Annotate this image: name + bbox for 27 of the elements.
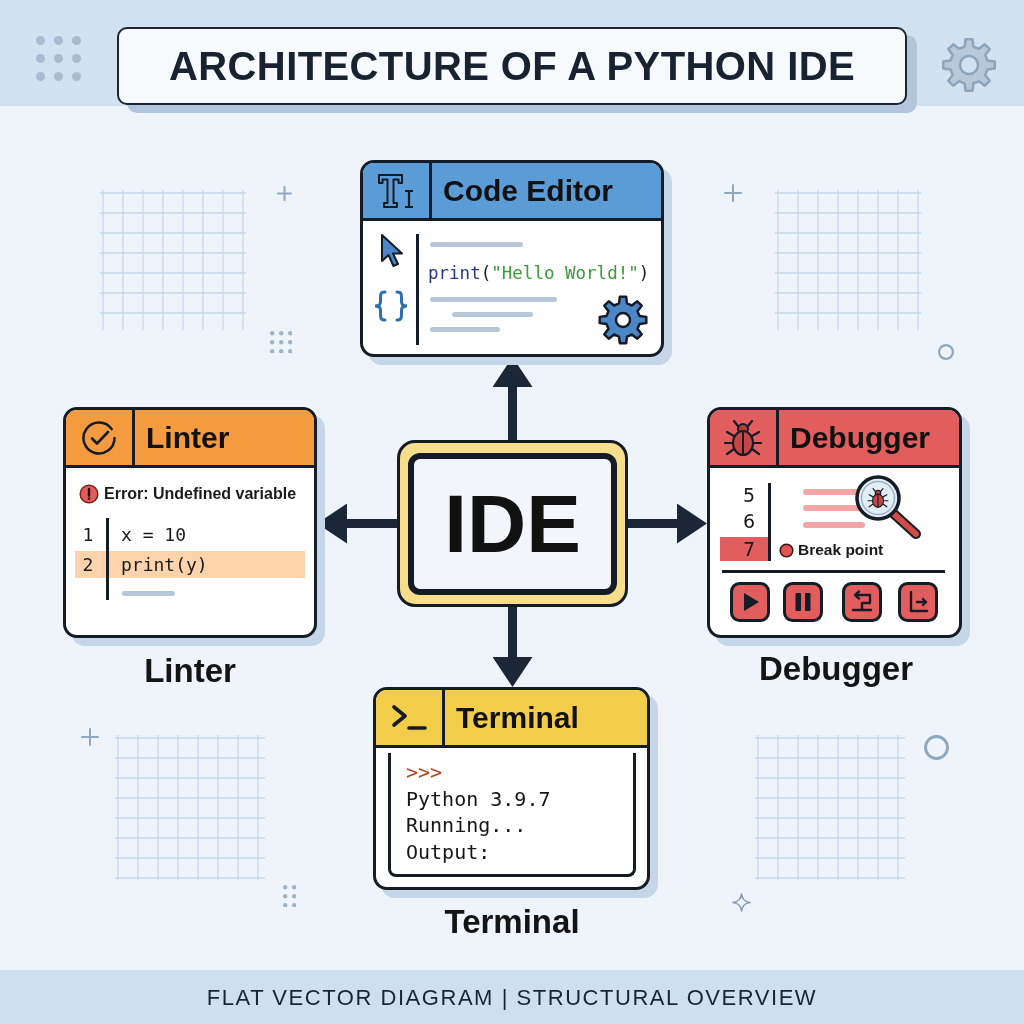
- code-line: print(y): [121, 553, 208, 577]
- window-caption: Terminal: [443, 903, 581, 941]
- window-title: Terminal: [456, 700, 579, 736]
- hub-frame: [397, 440, 628, 607]
- window-title: Code Editor: [443, 173, 613, 209]
- title-text: ARCHITECTURE OF A PYTHON IDE: [169, 43, 855, 90]
- code-line: x = 10: [121, 524, 187, 546]
- line-number: 5: [741, 484, 757, 506]
- line-number: 7: [741, 537, 757, 561]
- window-title: Debugger: [790, 420, 930, 456]
- arrow: [628, 503, 707, 544]
- window-caption: Debugger: [758, 650, 914, 688]
- terminal-output-line: Python 3.9.7: [406, 785, 552, 812]
- terminal-output-line: Running...: [406, 812, 528, 839]
- terminal-output-line: Output:: [406, 838, 492, 865]
- window-title: Linter: [146, 420, 230, 456]
- arrow: [492, 607, 533, 687]
- window-caption: Linter: [143, 652, 237, 690]
- line-number: 6: [741, 510, 757, 532]
- prompt-text: >>>: [406, 759, 444, 786]
- line-number: 1: [81, 524, 95, 546]
- line-number: 2: [81, 553, 95, 577]
- breakpoint-label: Break point: [798, 541, 884, 559]
- hub-title: IDE: [444, 483, 581, 565]
- code-line: print("Hello World!"): [428, 262, 650, 284]
- caption-text: FLAT VECTOR DIAGRAM | STRUCTURAL OVERVIEW: [206, 983, 818, 1012]
- error-message: Error: Undefined variable: [104, 484, 297, 504]
